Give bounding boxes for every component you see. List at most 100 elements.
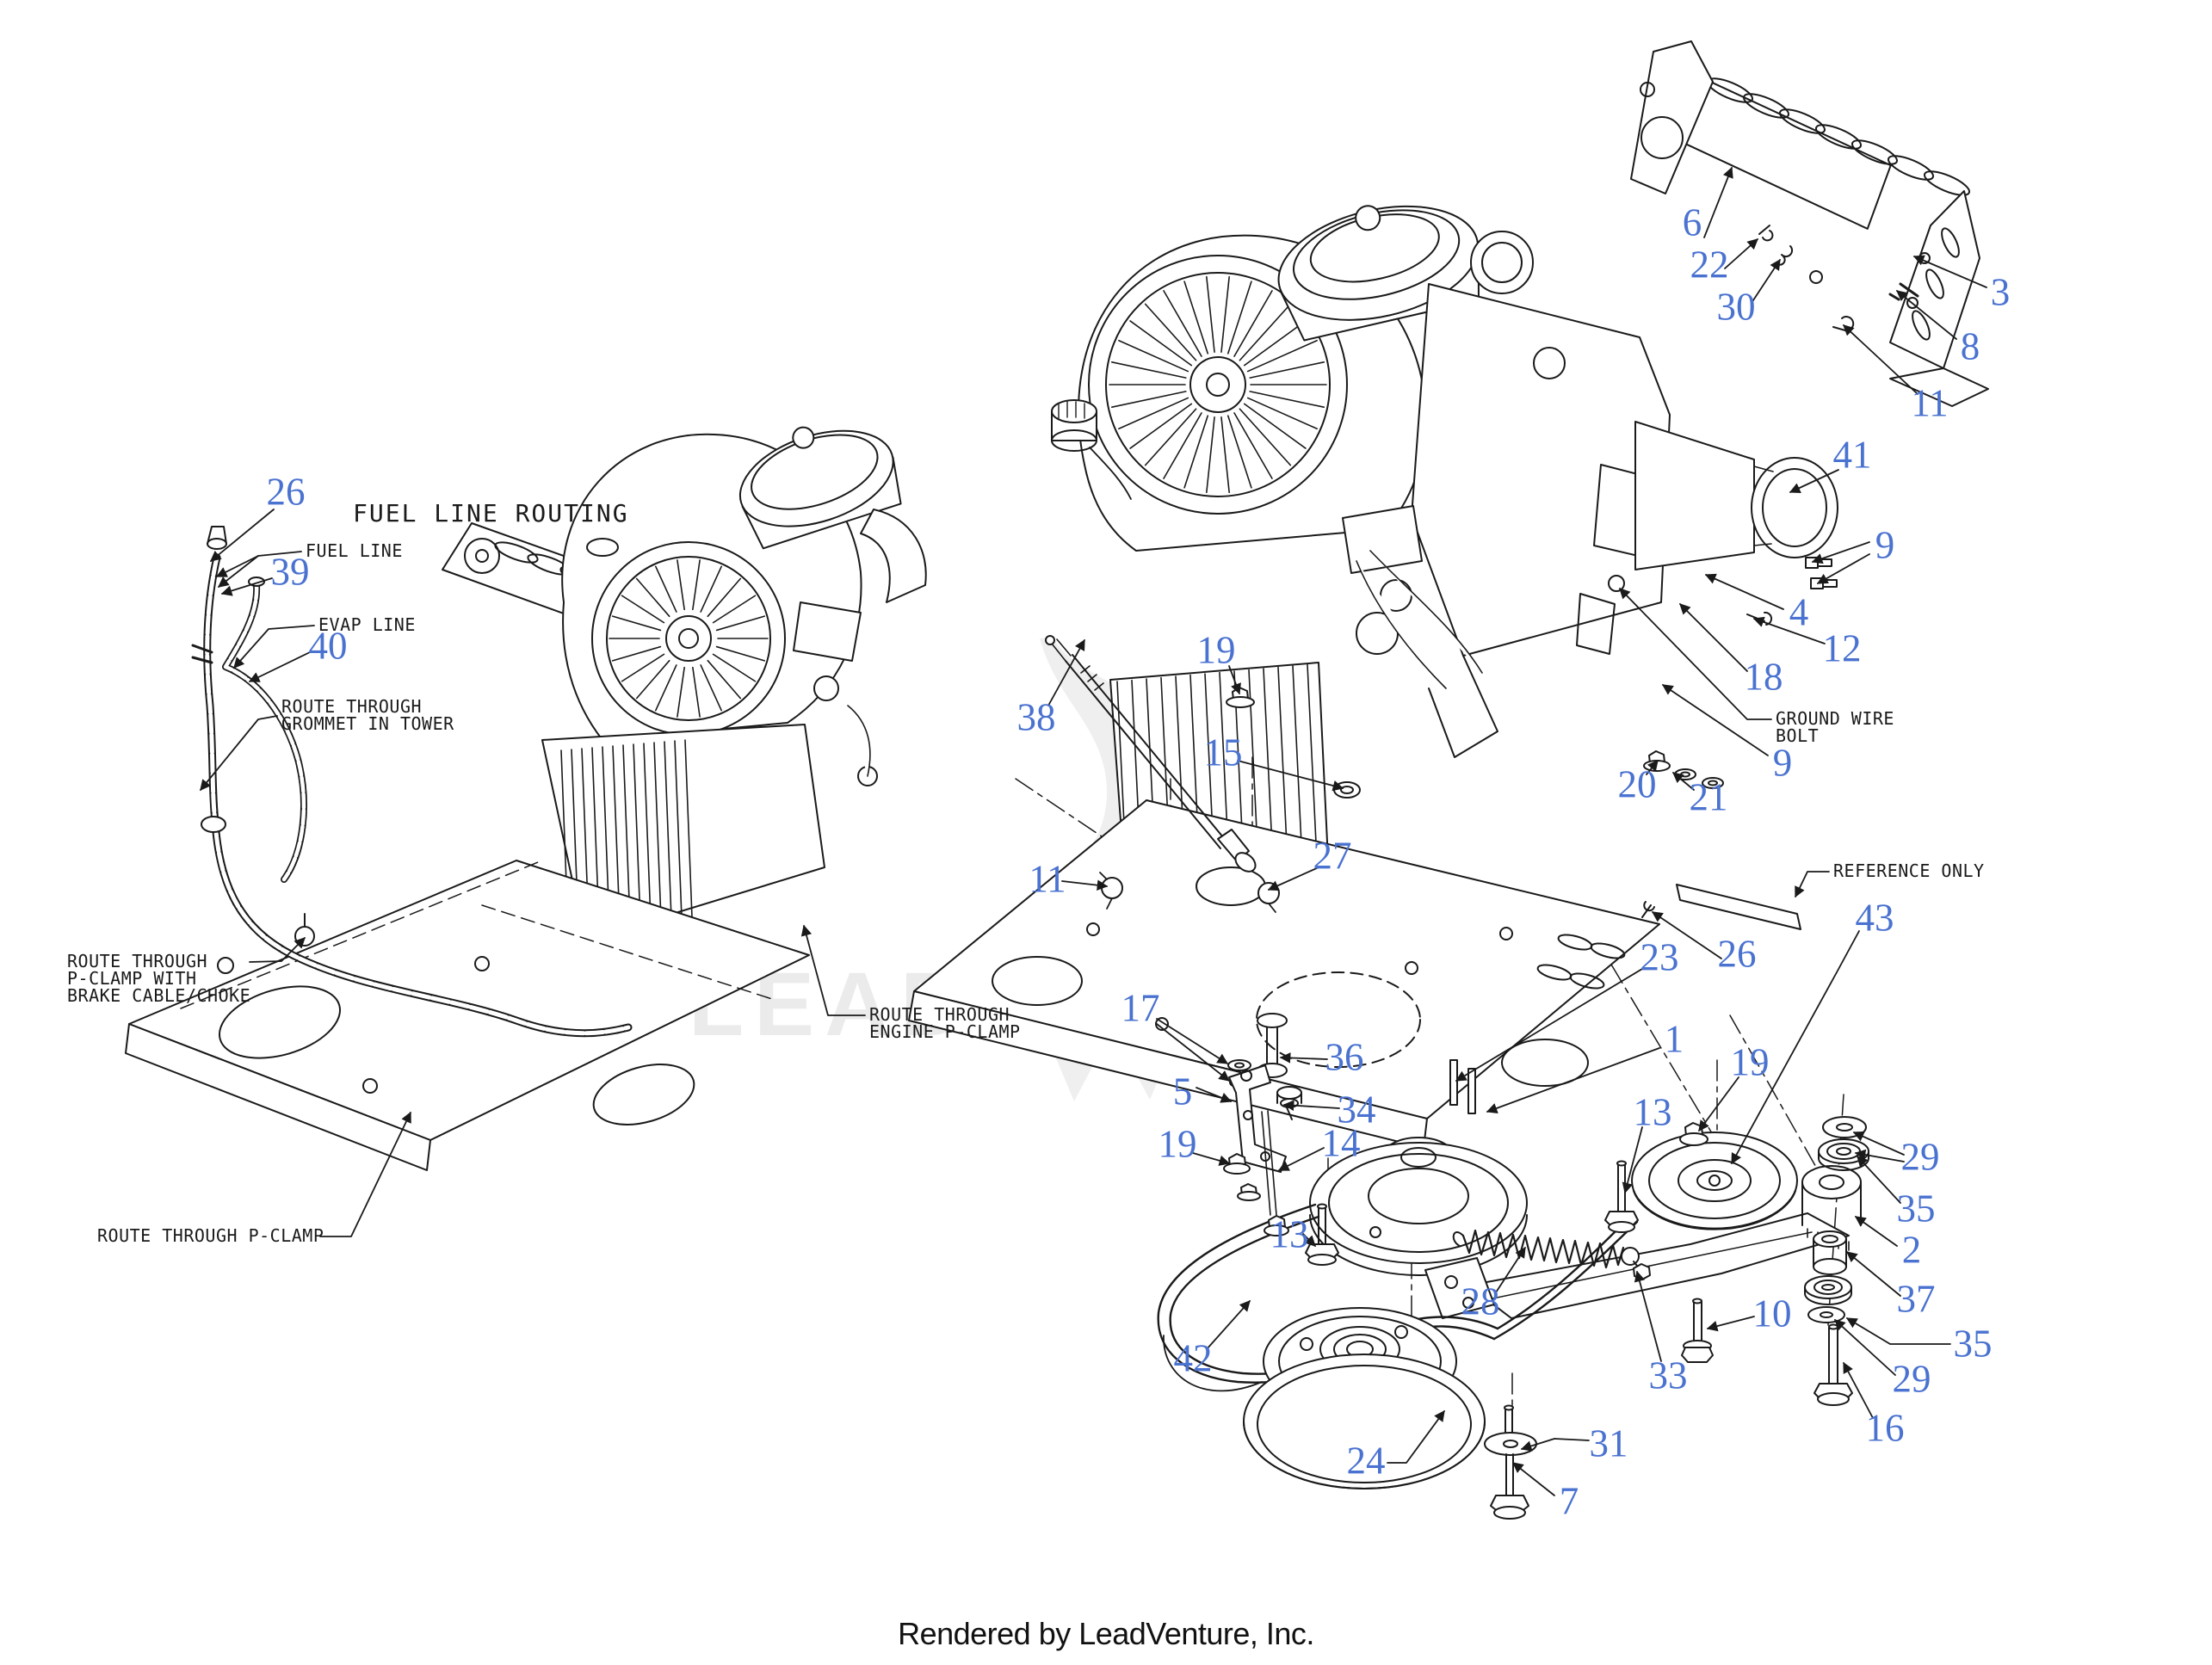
callout-30: 30 <box>1716 285 1756 329</box>
leader-line <box>1724 238 1758 269</box>
callout-26: 26 <box>1717 932 1757 976</box>
leader-line <box>1267 866 1319 891</box>
callout-38: 38 <box>1016 695 1056 739</box>
callout-15: 15 <box>1203 731 1243 774</box>
leader-line <box>1206 1300 1251 1350</box>
section-title: FUEL LINE ROUTING <box>353 499 629 527</box>
leader-line <box>1279 1052 1328 1064</box>
leader-line <box>1789 469 1839 493</box>
leader-line <box>1228 665 1241 695</box>
engine-tower-bracket <box>1630 40 1989 407</box>
callout-36: 36 <box>1325 1035 1364 1079</box>
leader-line <box>1834 1319 1896 1376</box>
leader-line <box>1896 290 1957 340</box>
leader-line <box>1854 1149 1905 1162</box>
diagram-label: GROUND WIRE BOLT <box>1776 708 1894 746</box>
leader-line <box>1192 1152 1231 1166</box>
leader-lines <box>200 166 1987 1496</box>
leader-line <box>1455 968 1643 1082</box>
leader-line <box>210 509 275 562</box>
callout-9: 9 <box>1875 523 1895 567</box>
fuel-rod-38 <box>1045 635 1257 873</box>
idler-pulley <box>1631 1132 1798 1230</box>
leader-line <box>1520 1438 1590 1452</box>
callout-33: 33 <box>1648 1354 1688 1397</box>
callout-18: 18 <box>1744 655 1783 699</box>
callout-4: 4 <box>1789 590 1809 634</box>
leader-line <box>1811 541 1870 564</box>
callout-11: 11 <box>1029 857 1066 901</box>
callout-24: 24 <box>1346 1439 1386 1483</box>
diagram-label: ROUTE THROUGH P-CLAMP <box>97 1225 324 1246</box>
left-mounting-plate <box>125 860 810 1171</box>
leader-line <box>1752 616 1826 644</box>
callout-16: 16 <box>1865 1406 1905 1450</box>
callout-20: 20 <box>1617 762 1657 806</box>
leader-line <box>1061 879 1109 891</box>
callout-31: 31 <box>1589 1421 1628 1465</box>
leader-line <box>1816 553 1870 584</box>
callout-42: 42 <box>1173 1336 1213 1380</box>
leader-line <box>1704 573 1784 610</box>
leader-line <box>1698 1076 1739 1132</box>
callout-13: 13 <box>1633 1090 1672 1134</box>
callout-26: 26 <box>266 470 306 514</box>
leader-line <box>1854 1216 1898 1247</box>
leader-line <box>248 651 311 682</box>
leader-line <box>1619 588 1772 720</box>
callout-6: 6 <box>1682 200 1702 244</box>
leader-line <box>1661 684 1769 756</box>
callout-10: 10 <box>1752 1292 1792 1335</box>
diagram-label: EVAP LINE <box>318 614 416 635</box>
leader-line <box>1646 760 1659 775</box>
leader-line <box>1486 1047 1660 1113</box>
callout-3: 3 <box>1990 270 2011 314</box>
callout-28: 28 <box>1461 1280 1500 1323</box>
callout-17: 17 <box>1121 986 1160 1030</box>
leader-line <box>1751 258 1781 304</box>
leader-line <box>319 1111 411 1237</box>
callout-19: 19 <box>1730 1040 1770 1084</box>
callout-40: 40 <box>308 624 348 668</box>
leader-line <box>1387 1409 1445 1464</box>
oil-fill-knob <box>1051 399 1132 500</box>
leader-line <box>1047 638 1085 706</box>
engine-pulley <box>1309 1137 1528 1276</box>
diagram-label: ROUTE THROUGH P-CLAMP WITH BRAKE CABLE/C… <box>67 951 251 1006</box>
leader-line <box>1795 871 1830 898</box>
left-engine <box>541 426 927 941</box>
leader-line <box>218 555 259 588</box>
leader-line <box>1495 1246 1526 1293</box>
callout-39: 39 <box>270 550 310 594</box>
leader-line <box>220 577 273 596</box>
leader-line <box>233 625 315 669</box>
leader-line <box>1703 166 1733 238</box>
leader-line <box>1302 1233 1316 1247</box>
diagram-label: REFERENCE ONLY <box>1833 860 1985 881</box>
leader-line <box>249 937 306 963</box>
evap-line <box>201 577 315 947</box>
callout-29: 29 <box>1900 1135 1940 1179</box>
callout-14: 14 <box>1321 1121 1361 1165</box>
leader-line <box>1731 930 1860 1165</box>
callout-5: 5 <box>1172 1070 1193 1113</box>
leader-line <box>1196 1087 1233 1103</box>
hardware-right-cluster <box>1604 1116 1869 1406</box>
diagram-label: ROUTE THROUGH ENGINE P-CLAMP <box>869 1004 1021 1042</box>
callout-7: 7 <box>1559 1479 1579 1523</box>
callout-1: 1 <box>1664 1017 1684 1061</box>
leader-line <box>1277 1147 1325 1171</box>
leader-line <box>1282 1100 1340 1111</box>
leader-line <box>1622 1126 1643 1194</box>
callout-12: 12 <box>1822 626 1862 670</box>
callout-8: 8 <box>1960 324 1980 368</box>
leader-line <box>1651 911 1722 959</box>
fuel-line <box>191 526 633 1038</box>
leader-line <box>1912 255 1987 288</box>
footer-credit: Rendered by LeadVenture, Inc. <box>898 1616 1314 1651</box>
leader-line <box>1156 1018 1229 1064</box>
callout-19: 19 <box>1196 628 1236 672</box>
leader-line <box>1706 1316 1755 1332</box>
callout-19: 19 <box>1158 1122 1197 1166</box>
